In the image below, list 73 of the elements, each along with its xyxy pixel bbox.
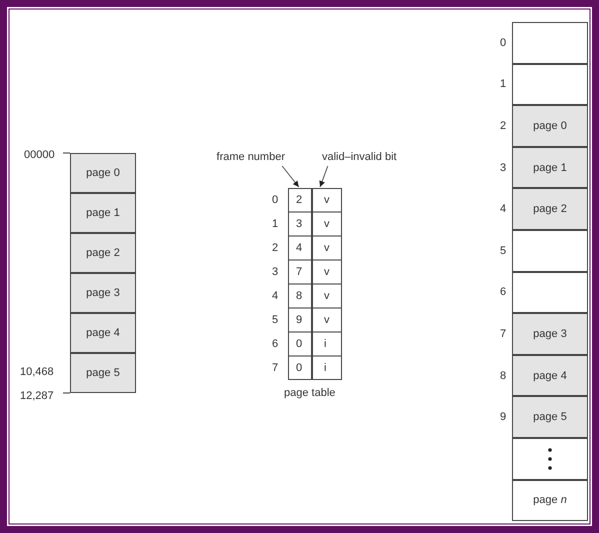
frame-index: 8 [500,370,506,383]
table-cell: v [324,194,330,207]
table-cell: 7 [296,266,302,279]
table-cell: 0 [296,338,302,351]
row-index: 3 [272,266,278,279]
page-label: page 3 [533,328,567,340]
page-label: page 2 [533,203,567,216]
row-index: 5 [272,314,278,327]
address-label: 00000 [24,149,55,162]
table-cell: 3 [296,218,302,231]
frame-box [512,438,588,480]
address-label: 12,287 [20,390,54,403]
page-label: page 1 [533,162,567,174]
table-cell: 0 [296,362,302,375]
table-cell: v [324,218,330,231]
page-box [70,153,136,193]
frame-index: 6 [500,286,506,300]
page-label: page n [533,494,567,506]
row-index: 0 [272,194,278,207]
frame-box [512,105,588,147]
address-label: 10,468 [20,366,54,379]
leader-arrow [319,166,328,188]
page-box [70,233,136,273]
page-box [70,313,136,353]
table-cell: 4 [296,242,302,255]
frame-box [512,272,588,314]
page-label: page 3 [86,287,120,299]
page-label: page 4 [86,327,120,339]
table-cell: v [324,314,330,327]
leader-arrow [282,166,300,188]
page-box [70,273,136,313]
table-cell: i [324,338,326,351]
frame-index: 7 [500,328,506,341]
frame-box [512,354,588,396]
page-label: page 1 [86,207,120,219]
frame-box [512,480,588,522]
table-cell: 9 [296,314,302,327]
frame-box [512,396,588,438]
page-label: page 2 [86,247,120,259]
page-label: page 4 [533,370,567,382]
page-label: page 5 [86,367,120,379]
frame-index: 2 [500,120,506,133]
table-cell: v [324,266,330,279]
table-cell: 2 [296,194,302,207]
frame-index: 3 [500,162,506,175]
frame-box [512,146,588,188]
table-cell: i [324,362,326,375]
frame-index: 1 [500,78,506,92]
page-label: page 0 [86,167,120,179]
frame-box [512,188,588,230]
frame-box [512,22,588,64]
frame-index: 9 [500,411,506,424]
table-cell: 8 [296,290,302,303]
row-index: 4 [272,290,278,303]
table-cell: v [324,290,330,303]
frame-index: 4 [500,203,506,216]
leader-text: valid–invalid bit [322,151,397,163]
page-label: page 5 [533,411,567,424]
table-caption: page table [284,387,336,400]
frame-box [512,230,588,272]
row-index: 2 [272,242,278,255]
page-label: page 0 [533,120,567,132]
row-index: 1 [272,218,278,231]
frame-index: 0 [500,36,506,50]
page-box [70,353,136,393]
row-index: 7 [272,362,278,375]
leader-text: frame number [216,151,285,163]
frame-box [512,313,588,355]
page-box [70,193,136,233]
frame-box [512,64,588,106]
table-cell: v [324,242,330,255]
frame-index: 5 [500,244,506,258]
row-index: 6 [272,338,278,351]
